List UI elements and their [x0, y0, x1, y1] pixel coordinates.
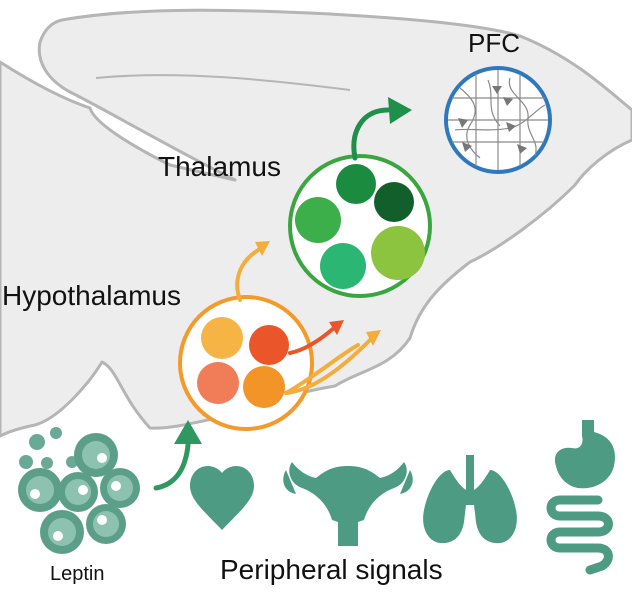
arrowhead [255, 241, 270, 256]
arrow-leptin-to-hypothalamus [153, 442, 191, 491]
peripheral-signals-label: Peripheral signals [220, 554, 443, 585]
hypothalamus-cell [201, 317, 243, 359]
neuron-network-icon [444, 66, 552, 174]
hypothalamus-cluster [178, 295, 314, 431]
arrowhead [388, 97, 412, 124]
arrow-thalamus-to-pfc [351, 107, 391, 161]
hypothalamus-cell [249, 325, 289, 365]
digestive-tract-icon [546, 420, 616, 575]
arrow-hypothalamus-orange-2 [284, 343, 360, 395]
thalamus-label: Thalamus [158, 151, 281, 182]
fat-cells-icon [18, 427, 140, 554]
arrowhead [366, 330, 381, 346]
leptin-label: Leptin [50, 563, 105, 585]
arrowhead [174, 420, 202, 444]
brain-fold [95, 74, 351, 91]
arrow-hypothalamus-to-thalamus [235, 246, 264, 302]
hypothalamus-cell [243, 366, 285, 408]
thalamus-cell [295, 197, 341, 243]
arrows [153, 97, 412, 491]
arrow-hypothalamus-orange [284, 338, 372, 395]
hypothalamus-ring [178, 295, 314, 431]
arrow-hypothalamus-red [288, 326, 336, 355]
heart-icon [190, 466, 254, 530]
uterus-icon [283, 462, 413, 546]
hypothalamus-label: Hypothalamus [2, 280, 181, 311]
thalamus-cluster [288, 154, 432, 298]
pfc-label: PFC [468, 28, 520, 58]
thalamus-cell [336, 164, 376, 204]
lungs-icon [423, 455, 517, 544]
thalamus-cell [374, 182, 414, 222]
hypothalamus-cell [197, 362, 239, 404]
thalamus-cell [320, 243, 366, 289]
arrowhead [329, 320, 344, 335]
thalamus-cell [371, 226, 425, 280]
